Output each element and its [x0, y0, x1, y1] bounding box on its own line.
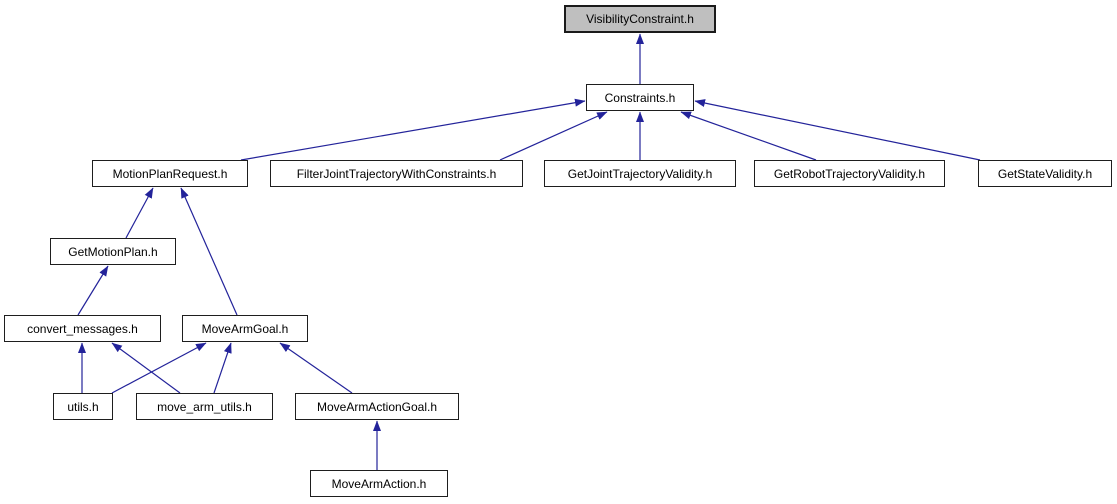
- edge-motion-plan-request-h-to-constraints-h: [240, 98, 586, 161]
- graph-node-convert-messages-h[interactable]: convert_messages.h: [4, 315, 161, 342]
- edge-get-motion-plan-h-to-motion-plan-request-h: [125, 187, 154, 239]
- graph-node-utils-h[interactable]: utils.h: [53, 393, 113, 420]
- graph-node-move-arm-action-h[interactable]: MoveArmAction.h: [310, 470, 448, 497]
- edge-get-robot-trajectory-validity-h-to-constraints-h: [680, 111, 817, 161]
- edge-move-arm-utils-h-to-convert-messages-h: [111, 342, 181, 394]
- edge-move-arm-action-goal-h-to-move-arm-goal-h: [279, 342, 353, 394]
- edge-get-state-validity-h-to-constraints-h: [694, 99, 981, 161]
- edge-utils-h-to-move-arm-goal-h: [111, 342, 207, 394]
- graph-node-get-joint-trajectory-validity-h[interactable]: GetJointTrajectoryValidity.h: [544, 160, 736, 187]
- edge-convert-messages-h-to-get-motion-plan-h: [77, 265, 109, 316]
- graph-node-filter-joint-trajectory-with-constraints-h[interactable]: FilterJointTrajectoryWithConstraints.h: [270, 160, 523, 187]
- graph-node-get-state-validity-h[interactable]: GetStateValidity.h: [978, 160, 1112, 187]
- graph-node-move-arm-goal-h[interactable]: MoveArmGoal.h: [182, 315, 308, 342]
- graph-node-get-robot-trajectory-validity-h[interactable]: GetRobotTrajectoryValidity.h: [754, 160, 945, 187]
- graph-node-motion-plan-request-h[interactable]: MotionPlanRequest.h: [92, 160, 248, 187]
- edge-move-arm-utils-h-to-move-arm-goal-h: [213, 342, 232, 394]
- graph-node-get-motion-plan-h[interactable]: GetMotionPlan.h: [50, 238, 176, 265]
- graph-node-constraints-h[interactable]: Constraints.h: [586, 84, 694, 111]
- edge-filter-joint-trajectory-with-constraints-h-to-constraints-h: [499, 111, 608, 161]
- edge-move-arm-goal-h-to-motion-plan-request-h: [180, 187, 238, 316]
- graph-node-move-arm-utils-h[interactable]: move_arm_utils.h: [136, 393, 273, 420]
- graph-node-visibility-constraint-h: VisibilityConstraint.h: [564, 5, 716, 33]
- graph-node-move-arm-action-goal-h[interactable]: MoveArmActionGoal.h: [295, 393, 459, 420]
